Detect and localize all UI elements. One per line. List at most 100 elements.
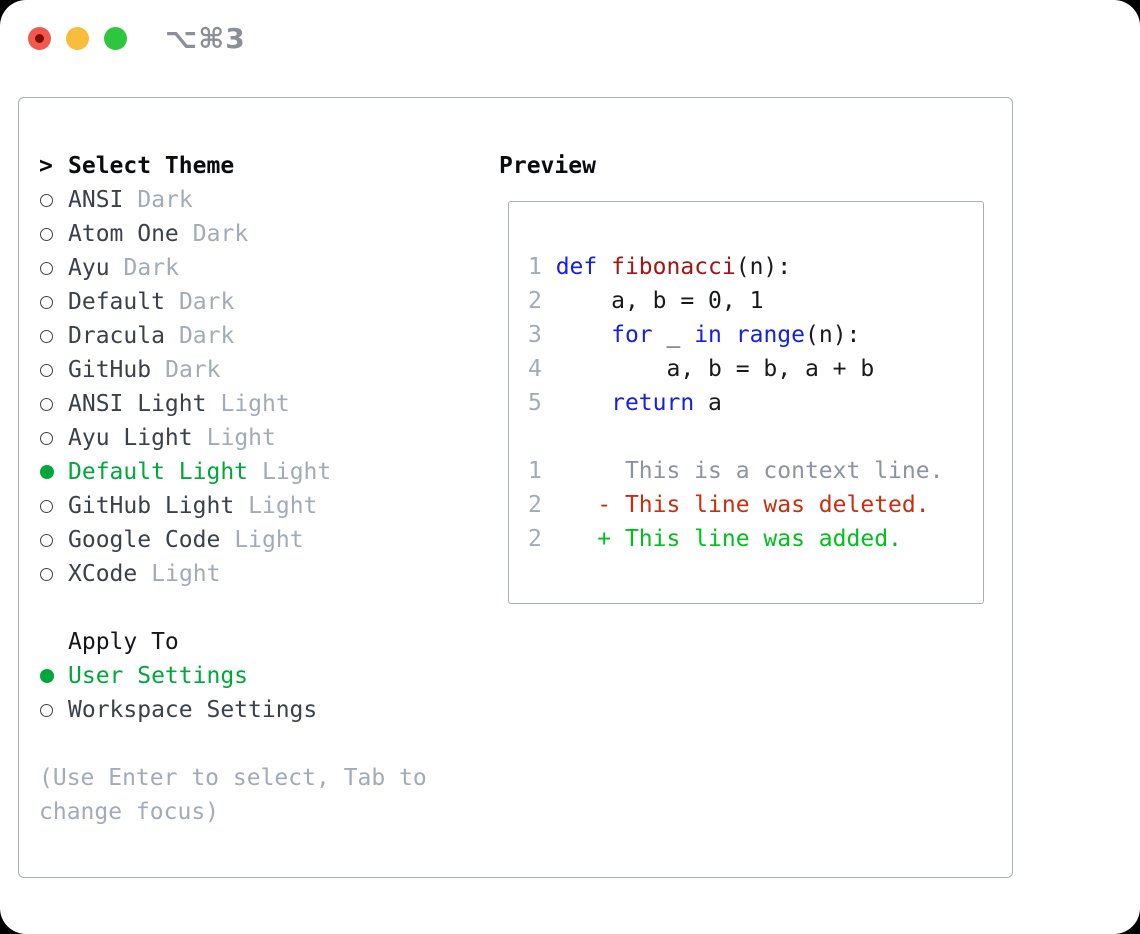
theme-name: Atom One bbox=[68, 221, 179, 247]
code-segment-deleted: - This line was deleted. bbox=[555, 492, 930, 518]
radio-dot bbox=[40, 499, 53, 513]
radio-dot bbox=[40, 397, 53, 411]
spacer bbox=[39, 591, 494, 625]
theme-name: Default Light bbox=[68, 459, 249, 485]
code-segment-function: fibonacci bbox=[611, 254, 736, 280]
radio-dot bbox=[40, 193, 53, 207]
theme-variant-tag: Dark bbox=[178, 289, 235, 315]
theme-variant-tag: Light bbox=[248, 493, 318, 519]
code-line: 2 a, b = 0, 1 bbox=[528, 284, 975, 318]
theme-option-default[interactable]: Default Dark bbox=[39, 285, 494, 319]
code-segment-plain: a bbox=[694, 390, 722, 416]
radio-dot bbox=[40, 363, 53, 377]
code-line: 4 a, b = b, a + b bbox=[528, 352, 975, 386]
radio-icon bbox=[39, 533, 68, 547]
code-line: 2 + This line was added. bbox=[528, 522, 975, 556]
line-number: 2 bbox=[528, 288, 556, 314]
hint-text-line-2: change focus) bbox=[39, 799, 220, 825]
code-segment-keyword: return bbox=[611, 390, 695, 416]
radio-dot bbox=[40, 227, 53, 241]
theme-variant-tag: Light bbox=[262, 459, 332, 485]
apply-option-label: User Settings bbox=[68, 663, 249, 689]
code-segment-plain bbox=[722, 322, 736, 348]
code-segment-plain: a, b = 0, 1 bbox=[555, 288, 764, 314]
theme-variant-tag: Dark bbox=[137, 187, 193, 213]
code-segment-plain: _ bbox=[652, 322, 695, 348]
radio-selected-icon bbox=[39, 669, 68, 683]
theme-name: GitHub bbox=[68, 357, 152, 383]
radio-dot bbox=[40, 533, 53, 547]
window-title: ⌥⌘3 bbox=[165, 21, 246, 55]
line-number: 3 bbox=[528, 322, 556, 348]
code-line: 2 - This line was deleted. bbox=[528, 488, 975, 522]
theme-option-ansi-light[interactable]: ANSI Light Light bbox=[39, 387, 494, 421]
theme-variant-tag: Light bbox=[151, 561, 221, 587]
code-line: 1 This is a context line. bbox=[528, 454, 975, 488]
apply-option-label: Workspace Settings bbox=[68, 697, 318, 723]
radio-icon bbox=[39, 703, 68, 717]
theme-name: XCode bbox=[68, 561, 138, 587]
code-segment-plain bbox=[556, 390, 611, 416]
theme-name: Ayu bbox=[68, 255, 110, 281]
theme-option-ayu-light[interactable]: Ayu Light Light bbox=[39, 421, 494, 455]
apply-option-user-settings[interactable]: User Settings bbox=[39, 659, 494, 693]
code-segment-keyword: in bbox=[694, 322, 722, 348]
radio-dot bbox=[40, 295, 53, 309]
theme-option-atom-one[interactable]: Atom One Dark bbox=[39, 217, 494, 251]
code-segment-plain bbox=[556, 322, 611, 348]
radio-dot bbox=[40, 431, 53, 445]
theme-option-xcode[interactable]: XCode Light bbox=[39, 557, 494, 591]
theme-option-default-light[interactable]: Default Light Light bbox=[39, 455, 494, 489]
code-segment-keyword: for bbox=[611, 322, 653, 348]
code-segment-plain: (n): bbox=[735, 254, 792, 280]
line-number: 4 bbox=[528, 356, 556, 382]
radio-dot bbox=[40, 329, 53, 343]
theme-name: Ayu Light bbox=[68, 425, 193, 451]
zoom-button[interactable] bbox=[104, 26, 127, 50]
close-button[interactable] bbox=[28, 26, 51, 50]
code-segment-context: This is a context line. bbox=[555, 458, 944, 484]
radio-icon bbox=[39, 295, 68, 309]
radio-icon bbox=[39, 227, 68, 241]
apply-to-header: Apply To bbox=[39, 625, 494, 659]
line-number: 5 bbox=[528, 390, 556, 416]
radio-icon bbox=[39, 397, 68, 411]
code-segment-added: + This line was added. bbox=[555, 526, 902, 552]
theme-name: Dracula bbox=[68, 323, 165, 349]
apply-to-title: Apply To bbox=[68, 629, 179, 655]
code-segment-keyword: range bbox=[735, 322, 805, 348]
minimize-button[interactable] bbox=[66, 26, 89, 50]
theme-variant-tag: Dark bbox=[192, 221, 249, 247]
line-number: 1 bbox=[528, 458, 556, 484]
radio-dot bbox=[40, 669, 54, 683]
theme-variant-tag: Dark bbox=[123, 255, 179, 281]
radio-icon bbox=[39, 193, 68, 207]
theme-option-ayu[interactable]: Ayu Dark bbox=[39, 251, 494, 285]
theme-variant-tag: Light bbox=[220, 391, 290, 417]
theme-name: Default bbox=[68, 289, 165, 315]
theme-variant-tag: Dark bbox=[178, 323, 235, 349]
select-theme-title: Select Theme bbox=[68, 153, 235, 179]
theme-option-github-light[interactable]: GitHub Light Light bbox=[39, 489, 494, 523]
radio-icon bbox=[39, 431, 68, 445]
theme-name: GitHub Light bbox=[68, 493, 235, 519]
theme-variant-tag: Light bbox=[206, 425, 276, 451]
theme-option-dracula[interactable]: Dracula Dark bbox=[39, 319, 494, 353]
line-number: 1 bbox=[528, 254, 556, 280]
theme-name: ANSI Light bbox=[68, 391, 207, 417]
apply-option-workspace-settings[interactable]: Workspace Settings bbox=[39, 693, 494, 727]
code-line: 1 def fibonacci(n): bbox=[528, 250, 975, 284]
code-line: 5 return a bbox=[528, 386, 975, 420]
spacer bbox=[39, 727, 494, 761]
preview-title: Preview bbox=[499, 153, 596, 179]
